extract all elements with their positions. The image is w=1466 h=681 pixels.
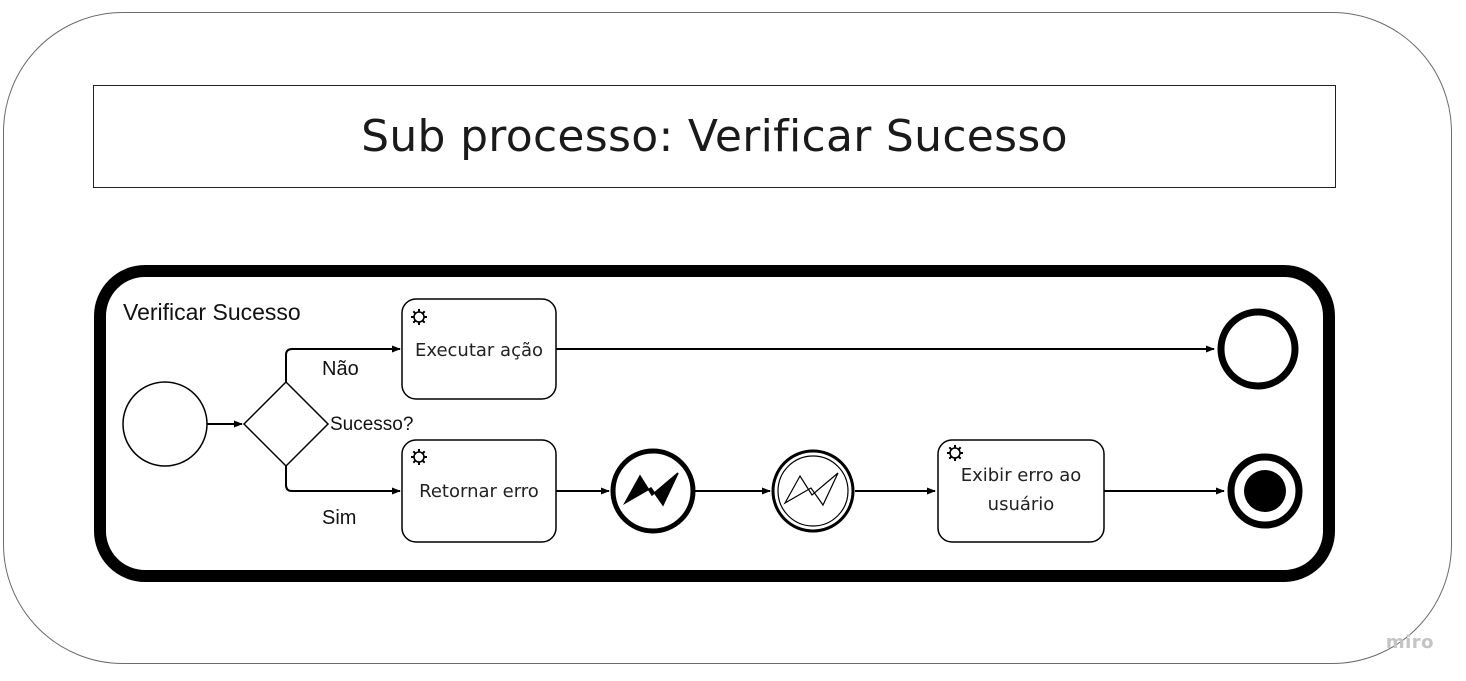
outer-frame <box>3 12 1452 664</box>
task-executar-acao[interactable]: Executar ação <box>401 298 557 400</box>
title-box: Sub processo: Verificar Sucesso <box>93 85 1336 188</box>
end-event[interactable] <box>1217 308 1299 390</box>
gear-icon <box>411 449 427 465</box>
start-event[interactable] <box>122 381 208 467</box>
error-filled-icon <box>623 472 679 507</box>
throw-error-event[interactable] <box>610 448 696 534</box>
task-executar-acao-label: Executar ação <box>415 340 543 361</box>
flow-gateway-no <box>285 345 401 382</box>
terminate-dot-icon <box>1244 470 1286 512</box>
task-retornar-erro-label: Retornar erro <box>419 481 539 502</box>
error-outline-icon <box>783 472 839 507</box>
flow-gateway-yes <box>285 466 401 495</box>
task-retornar-erro[interactable]: Retornar erro <box>401 439 557 543</box>
miro-watermark: miro <box>1385 632 1434 653</box>
task-exibir-erro[interactable]: Exibir erro ao usuário <box>937 439 1105 543</box>
branch-yes-label: Sim <box>322 507 356 529</box>
branch-no-label: Não <box>322 358 359 380</box>
terminate-end-event[interactable] <box>1227 453 1303 529</box>
page-title: Sub processo: Verificar Sucesso <box>361 111 1068 162</box>
gear-icon <box>947 445 963 461</box>
subprocess-label: Verificar Sucesso <box>123 299 301 325</box>
task-exibir-erro-label-line1: Exibir erro ao <box>961 465 1082 486</box>
task-exibir-erro-label-line2: usuário <box>988 494 1055 515</box>
catch-error-event[interactable] <box>771 449 855 533</box>
gear-icon <box>411 309 427 325</box>
gateway-label: Sucesso? <box>330 414 413 435</box>
